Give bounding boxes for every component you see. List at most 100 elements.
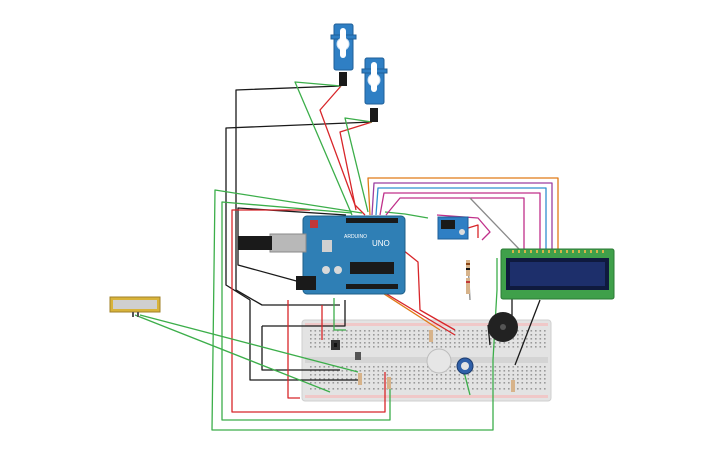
- breadboard-hole: [409, 370, 411, 372]
- breadboard-hole: [463, 374, 465, 376]
- breadboard-hole: [427, 366, 429, 368]
- breadboard-hole: [530, 338, 533, 340]
- breadboard-hole: [503, 382, 506, 384]
- breadboard-hole: [467, 334, 470, 336]
- breadboard-hole: [485, 388, 488, 390]
- breadboard-hole: [377, 366, 380, 368]
- breadboard-hole: [422, 374, 425, 376]
- breadboard-hole: [526, 370, 528, 372]
- breadboard-hole: [544, 338, 546, 340]
- breadboard-hole: [521, 378, 524, 380]
- breadboard-hole: [382, 330, 384, 332]
- wire-black: [261, 326, 340, 371]
- breadboard-hole: [503, 388, 506, 390]
- breadboard-hole: [373, 346, 375, 348]
- breadboard-hole: [436, 338, 438, 340]
- breadboard-hole: [368, 338, 371, 340]
- breadboard-hole: [310, 366, 312, 368]
- breadboard-hole: [544, 370, 546, 372]
- breadboard-hole: [476, 342, 479, 344]
- breadboard-hole: [400, 330, 402, 332]
- breadboard-hole: [458, 338, 461, 340]
- breadboard-hole: [368, 342, 371, 344]
- breadboard-hole: [535, 366, 537, 368]
- breadboard-hole: [368, 374, 371, 376]
- breadboard-hole: [422, 338, 425, 340]
- breadboard-hole: [337, 334, 339, 336]
- breadboard-hole: [373, 330, 375, 332]
- breadboard-hole: [544, 330, 546, 332]
- breadboard-hole: [314, 330, 317, 332]
- breadboard-hole: [490, 382, 492, 384]
- breadboard-hole: [530, 366, 533, 368]
- breadboard-hole: [512, 346, 515, 348]
- breadboard-hole: [449, 338, 452, 340]
- lcd-pin: [518, 250, 520, 253]
- wire-green: [333, 298, 346, 331]
- breadboard-hole: [395, 334, 398, 336]
- breadboard-hole: [445, 342, 447, 344]
- breadboard-hole: [472, 370, 474, 372]
- breadboard-hole: [530, 378, 533, 380]
- breadboard-hole: [341, 366, 344, 368]
- breadboard-hole: [481, 374, 483, 376]
- breadboard-hole: [346, 342, 348, 344]
- breadboard-hole: [445, 334, 447, 336]
- breadboard-hole: [391, 366, 393, 368]
- breadboard-hole: [454, 338, 456, 340]
- breadboard-hole: [341, 388, 344, 390]
- breadboard-hole: [440, 330, 443, 332]
- breadboard-hole: [526, 346, 528, 348]
- breadboard-hole: [337, 378, 339, 380]
- breadboard-hole: [319, 346, 321, 348]
- breadboard-hole: [323, 370, 326, 372]
- breadboard-hole: [332, 378, 335, 380]
- push-button: [331, 340, 340, 350]
- breadboard-hole: [440, 382, 443, 384]
- breadboard-hole: [539, 334, 542, 336]
- breadboard-hole: [350, 388, 353, 390]
- breadboard-hole: [454, 342, 456, 344]
- breadboard-hole: [350, 342, 353, 344]
- breadboard-hole: [355, 346, 357, 348]
- breadboard-hole: [458, 334, 461, 336]
- breadboard-hole: [422, 366, 425, 368]
- breadboard-hole: [490, 388, 492, 390]
- breadboard-hole: [350, 378, 353, 380]
- breadboard-hole: [323, 342, 326, 344]
- breadboard-hole: [445, 388, 447, 390]
- wire-green: [211, 189, 498, 431]
- breadboard-hole: [485, 330, 488, 332]
- breadboard-hole: [341, 330, 344, 332]
- breadboard-hole: [472, 374, 474, 376]
- breadboard-hole: [368, 388, 371, 390]
- breadboard-hole: [512, 370, 515, 372]
- breadboard-hole: [535, 374, 537, 376]
- breadboard-hole: [494, 388, 497, 390]
- breadboard-hole: [539, 330, 542, 332]
- breadboard-hole: [359, 330, 362, 332]
- breadboard-hole: [413, 330, 416, 332]
- breadboard-hole: [395, 378, 398, 380]
- breadboard-hole: [463, 378, 465, 380]
- breadboard-hole: [481, 378, 483, 380]
- breadboard-hole: [413, 370, 416, 372]
- breadboard-hole: [544, 382, 546, 384]
- breadboard-hole: [476, 366, 479, 368]
- breadboard-hole: [490, 370, 492, 372]
- breadboard-hole: [328, 370, 330, 372]
- resistor: [511, 380, 515, 392]
- breadboard-hole: [373, 382, 375, 384]
- breadboard-hole: [476, 374, 479, 376]
- breadboard-hole: [346, 334, 348, 336]
- breadboard-hole: [355, 338, 357, 340]
- breadboard-hole: [472, 378, 474, 380]
- breadboard-hole: [485, 366, 488, 368]
- breadboard-hole: [386, 334, 389, 336]
- breadboard-hole: [517, 330, 519, 332]
- breadboard-hole: [400, 346, 402, 348]
- breadboard-hole: [368, 366, 371, 368]
- servo-motor: [330, 23, 357, 86]
- breadboard-hole: [368, 370, 371, 372]
- breadboard-hole: [530, 370, 533, 372]
